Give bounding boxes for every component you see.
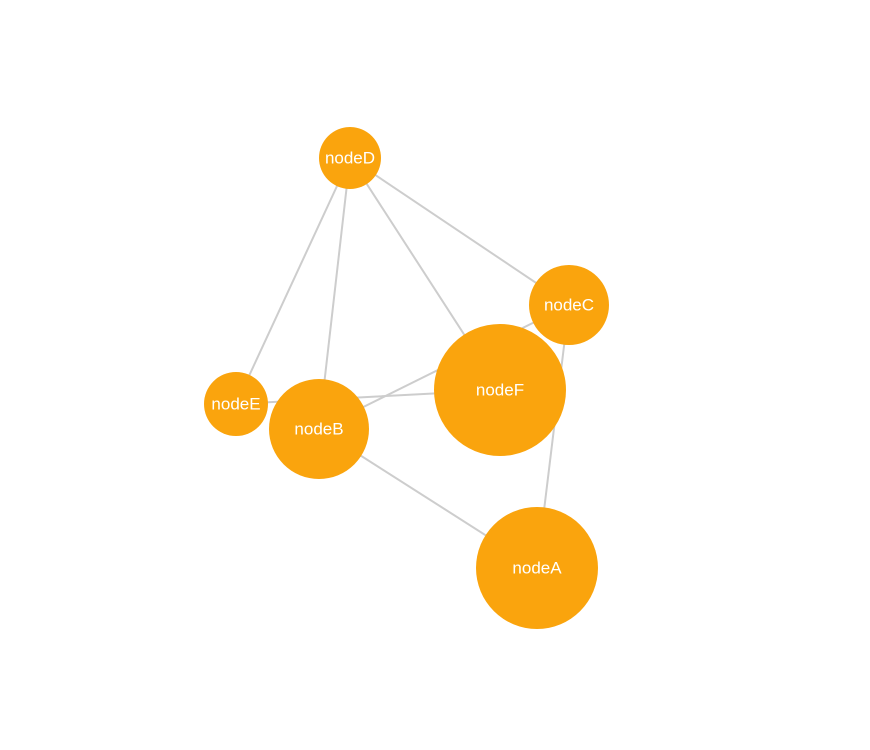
graph-node-nodeF[interactable]: nodeF [434,324,566,456]
node-circle-nodeB[interactable] [269,379,369,479]
node-circle-nodeF[interactable] [434,324,566,456]
graph-edge-nodeD-nodeE [235,157,351,405]
node-circle-nodeC[interactable] [529,265,609,345]
graph-edge-nodeD-nodeC [349,157,570,306]
graph-node-nodeD[interactable]: nodeD [319,127,381,189]
node-layer: nodeA nodeB nodeC nodeD nodeE nodeF [204,127,609,629]
node-circle-nodeE[interactable] [204,372,268,436]
graph-node-nodeC[interactable]: nodeC [529,265,609,345]
node-circle-nodeA[interactable] [476,507,598,629]
graph-node-nodeA[interactable]: nodeA [476,507,598,629]
graph-node-nodeE[interactable]: nodeE [204,372,268,436]
graph-node-nodeB[interactable]: nodeB [269,379,369,479]
node-circle-nodeD[interactable] [319,127,381,189]
